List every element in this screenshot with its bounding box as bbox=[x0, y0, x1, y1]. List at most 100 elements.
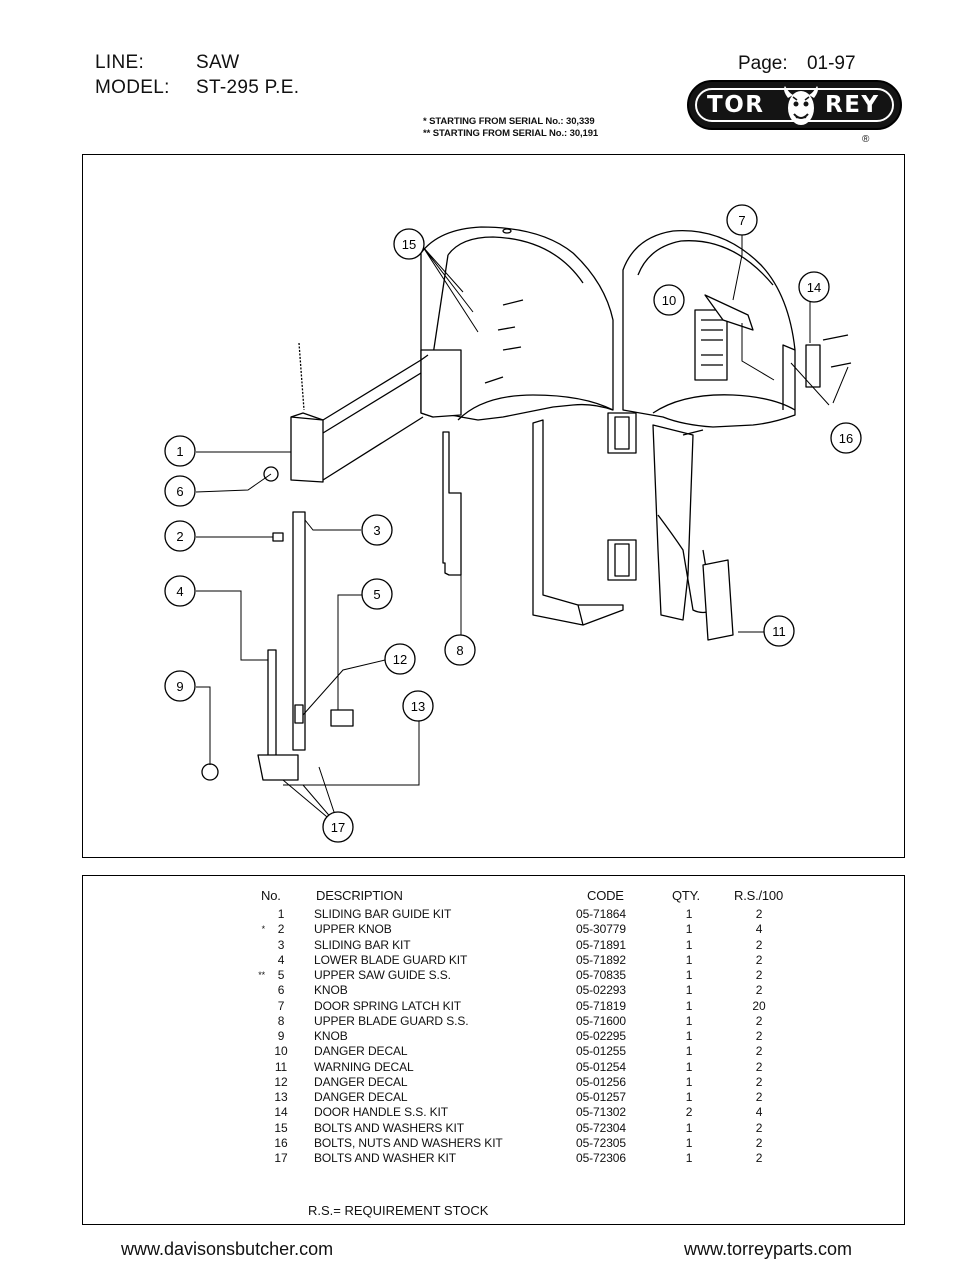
sliding-bar-guide bbox=[290, 416, 324, 483]
part-description: DANGER DECAL bbox=[314, 1074, 408, 1089]
part-number: 7 bbox=[277, 998, 285, 1013]
part-qty: 2 bbox=[685, 1105, 693, 1120]
footer-right-url[interactable]: www.torreyparts.com bbox=[684, 1239, 853, 1259]
upper-blade-guard bbox=[442, 431, 462, 576]
part-qty: 1 bbox=[685, 1013, 693, 1028]
upper-hinge bbox=[607, 412, 637, 454]
part-rs: 2 bbox=[755, 907, 763, 921]
model-value: ST-295 P.E. bbox=[196, 77, 300, 98]
part-code: 05-02293 bbox=[576, 983, 626, 998]
part-qty: 1 bbox=[685, 952, 693, 967]
callout-17: 17 bbox=[331, 820, 345, 835]
part-number: 14 bbox=[274, 1105, 288, 1120]
part-number: 17 bbox=[274, 1151, 288, 1165]
serial-mark: * bbox=[261, 924, 266, 935]
part-rs: 4 bbox=[755, 1105, 763, 1120]
part-code: 05-71892 bbox=[576, 952, 626, 967]
sliding-bar bbox=[292, 511, 306, 751]
part-qty: 1 bbox=[685, 922, 693, 937]
part-code: 05-71864 bbox=[576, 907, 626, 921]
part-rs: 2 bbox=[755, 1090, 763, 1104]
part-qty: 1 bbox=[685, 1120, 693, 1135]
part-description: BOLTS AND WASHERS KIT bbox=[314, 1120, 464, 1135]
knob-9 bbox=[201, 763, 219, 781]
header-no: No. bbox=[261, 888, 281, 903]
rs-note: R.S.= REQUIREMENT STOCK bbox=[308, 1203, 489, 1218]
part-number: 16 bbox=[274, 1135, 288, 1150]
part-code: 05-72305 bbox=[576, 1135, 626, 1150]
part-code: 05-30779 bbox=[576, 922, 626, 937]
part-rs: 2 bbox=[755, 1013, 763, 1028]
part-rs: 4 bbox=[755, 922, 763, 937]
lower-blade-guard bbox=[267, 649, 277, 764]
callout-5: 5 bbox=[373, 587, 380, 602]
part-description: DOOR HANDLE S.S. KIT bbox=[314, 1105, 449, 1120]
part-description: UPPER SAW GUIDE S.S. bbox=[314, 968, 451, 982]
part-qty: 1 bbox=[685, 998, 693, 1013]
callout-8: 8 bbox=[456, 643, 463, 658]
callout-4: 4 bbox=[176, 584, 183, 599]
part-qty: 1 bbox=[685, 1044, 693, 1059]
part-description: BOLTS, NUTS AND WASHERS KIT bbox=[314, 1135, 503, 1150]
part-code: 05-01256 bbox=[576, 1074, 626, 1089]
callout-2: 2 bbox=[176, 529, 183, 544]
part-rs: 2 bbox=[755, 1151, 763, 1165]
part-number: 12 bbox=[274, 1074, 288, 1089]
part-description: UPPER BLADE GUARD S.S. bbox=[314, 1013, 469, 1028]
left-body-leg bbox=[532, 419, 584, 626]
serial-note-2: ** STARTING FROM SERIAL No.: 30,191 bbox=[423, 128, 599, 139]
upper-knob bbox=[272, 532, 284, 542]
part-qty: 1 bbox=[685, 1135, 693, 1150]
part-description: DOOR SPRING LATCH KIT bbox=[314, 998, 462, 1013]
part-rs: 2 bbox=[755, 937, 763, 952]
danger-decal-10 bbox=[694, 309, 728, 381]
callout-1: 1 bbox=[176, 444, 183, 459]
part-code: 05-72304 bbox=[576, 1120, 626, 1135]
part-qty: 1 bbox=[685, 968, 693, 982]
line-label: LINE: bbox=[95, 52, 145, 73]
part-rs: 2 bbox=[755, 952, 763, 967]
part-qty: 1 bbox=[685, 983, 693, 998]
part-rs: 2 bbox=[755, 1120, 763, 1135]
table-row: 15 BOLTS AND WASHERS KIT 05-72304 1 2 bbox=[83, 1121, 904, 1136]
door-handle bbox=[805, 344, 821, 388]
part-number: 3 bbox=[277, 937, 285, 952]
parts-drawing: 1 2 3 4 5 6 7 8 9 10 11 12 13 14 15 16 1… bbox=[164, 204, 862, 843]
page-number: Page: 01-97 bbox=[738, 53, 856, 75]
part-code: 05-71819 bbox=[576, 998, 626, 1013]
footer-left-url[interactable]: www.davisonsbutcher.com bbox=[121, 1239, 334, 1259]
part-qty: 1 bbox=[685, 1059, 693, 1074]
part-number: 5 bbox=[277, 968, 285, 982]
part-code: 05-01255 bbox=[576, 1044, 626, 1059]
part-code: 05-72306 bbox=[576, 1151, 626, 1165]
part-number: 9 bbox=[277, 1029, 285, 1043]
part-rs: 2 bbox=[755, 1044, 763, 1059]
callout-12: 12 bbox=[393, 652, 407, 667]
part-number: 10 bbox=[274, 1044, 288, 1059]
part-rs: 2 bbox=[755, 983, 763, 998]
part-number: 15 bbox=[274, 1120, 288, 1135]
lower-hinge bbox=[607, 539, 637, 581]
part-qty: 1 bbox=[685, 907, 693, 921]
upper-saw-guide bbox=[330, 709, 354, 727]
bolts-15 bbox=[484, 299, 524, 384]
part-number: 13 bbox=[274, 1090, 288, 1104]
part-description: SLIDING BAR KIT bbox=[314, 937, 411, 952]
part-code: 05-71600 bbox=[576, 1013, 626, 1028]
part-qty: 1 bbox=[685, 937, 693, 952]
part-qty: 1 bbox=[685, 1151, 693, 1165]
line-value: SAW bbox=[196, 52, 240, 73]
callout-10: 10 bbox=[662, 293, 676, 308]
header-code: CODE bbox=[587, 888, 624, 903]
